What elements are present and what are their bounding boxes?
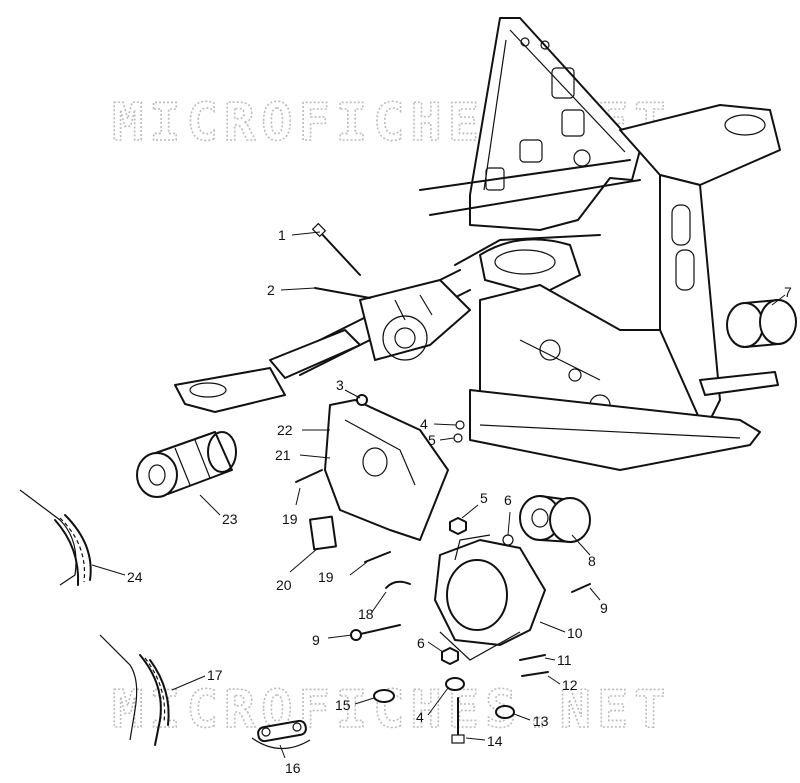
callout-8: 8 bbox=[588, 553, 596, 569]
chain-part-24 bbox=[19, 489, 92, 586]
callout-9-right: 9 bbox=[600, 600, 608, 616]
hardware bbox=[295, 222, 591, 744]
callout-10: 10 bbox=[567, 625, 583, 641]
callout-18: 18 bbox=[358, 606, 374, 622]
watermark-bottom: MICROFICHES.NET bbox=[112, 680, 672, 740]
callout-7: 7 bbox=[784, 284, 792, 300]
callout-5-lower: 5 bbox=[480, 490, 488, 506]
callout-3: 3 bbox=[336, 377, 344, 393]
bearing-housing-part-10 bbox=[434, 534, 546, 661]
callout-2: 2 bbox=[267, 282, 275, 298]
callout-13: 13 bbox=[533, 713, 549, 729]
callout-19-lower: 19 bbox=[318, 569, 334, 585]
callout-5: 5 bbox=[428, 432, 436, 448]
callout-22: 22 bbox=[277, 422, 293, 438]
callout-21: 21 bbox=[275, 447, 291, 463]
callout-17: 17 bbox=[207, 667, 223, 683]
callout-20: 20 bbox=[276, 577, 292, 593]
callout-4-lower: 4 bbox=[416, 709, 424, 725]
chain-part-17 bbox=[99, 634, 170, 746]
decal-part-20 bbox=[309, 515, 337, 551]
leader-lines bbox=[91, 231, 786, 759]
callout-11: 11 bbox=[557, 652, 572, 668]
master-link-part-16 bbox=[251, 719, 311, 750]
callout-19-upper: 19 bbox=[282, 511, 298, 527]
main-frame bbox=[174, 17, 781, 471]
callout-6-lower: 6 bbox=[417, 635, 425, 651]
callout-12: 12 bbox=[562, 677, 578, 693]
callout-6-upper: 6 bbox=[504, 492, 512, 508]
callout-1: 1 bbox=[278, 227, 286, 243]
bearing-part-8 bbox=[519, 495, 591, 543]
callout-23: 23 bbox=[222, 511, 238, 527]
callout-9-left: 9 bbox=[312, 632, 320, 648]
callout-15: 15 bbox=[335, 697, 351, 713]
callout-16: 16 bbox=[285, 760, 301, 776]
callout-24: 24 bbox=[127, 569, 143, 585]
bearing-part-7 bbox=[726, 299, 797, 348]
callouts: 1 2 3 4 5 22 21 23 24 19 20 19 5 6 8 9 1… bbox=[127, 227, 792, 776]
callout-4: 4 bbox=[420, 416, 428, 432]
damper-part-23 bbox=[136, 431, 237, 498]
callout-14: 14 bbox=[487, 733, 503, 749]
chain-guard-parts-21-22 bbox=[324, 399, 449, 541]
